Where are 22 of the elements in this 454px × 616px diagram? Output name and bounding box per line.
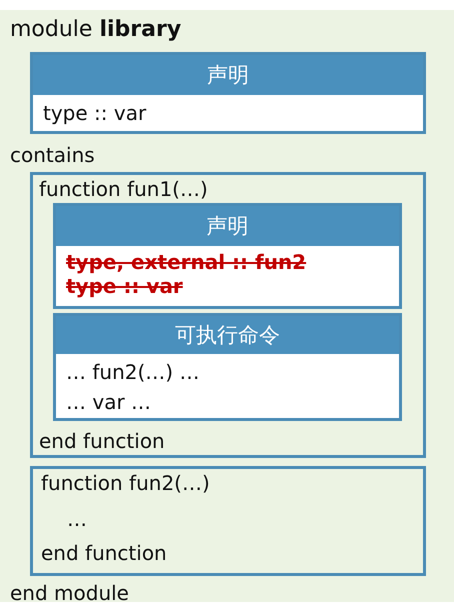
section-box (53, 203, 402, 309)
struck-code-text: type :: var (66, 274, 183, 298)
keyword-text: end module (10, 581, 129, 605)
keyword-text: end function (39, 429, 165, 453)
struck-code-text: type, external :: fun2 (66, 250, 306, 274)
section-box (53, 313, 402, 421)
ellipsis-text: … (67, 507, 87, 531)
section-header: 可执行命令 (56, 316, 399, 354)
section-header: 声明 (56, 206, 399, 246)
code-text: type :: var (43, 101, 146, 125)
code-text: function fun1(…) (39, 177, 208, 201)
code-text: function fun2(…) (41, 471, 210, 495)
section-box (30, 52, 426, 134)
keyword-text: end function (41, 541, 167, 565)
function-box (30, 466, 426, 576)
function-box (30, 172, 426, 458)
section-header: 声明 (33, 55, 423, 95)
keyword-text: contains (10, 143, 95, 167)
module-heading: module library (10, 18, 182, 42)
code-text: … var … (66, 390, 152, 414)
module-panel (0, 10, 454, 602)
code-text: … fun2(…) … (66, 360, 200, 384)
